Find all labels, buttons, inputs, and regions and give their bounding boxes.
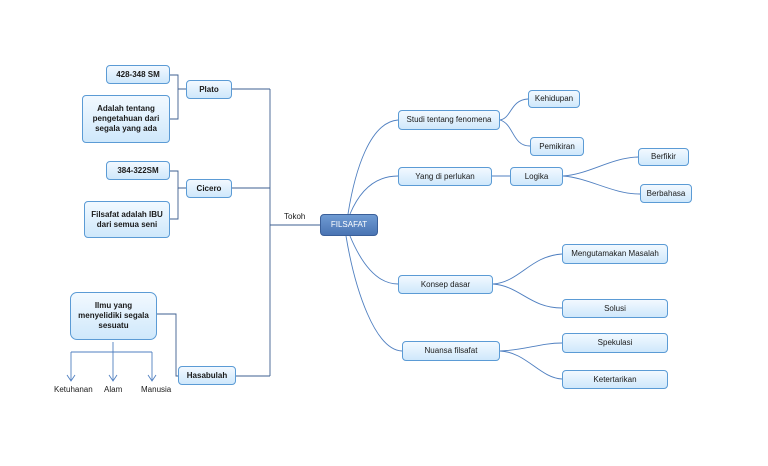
tokoh-label: Tokoh	[284, 212, 306, 221]
studi-node[interactable]: Studi tentang fenomena	[398, 110, 500, 130]
perlukan-node[interactable]: Yang di perlukan	[398, 167, 492, 186]
konsep-curve	[349, 235, 399, 285]
nuansa-curve	[345, 235, 403, 352]
mengutamakan-node[interactable]: Mengutamakan Masalah	[562, 244, 668, 264]
alam-arrow-head	[108, 374, 118, 382]
manusia-arrow-head	[147, 374, 157, 382]
pemikiran-node[interactable]: Pemikiran	[530, 137, 584, 156]
ketertarikan-curve	[499, 350, 563, 380]
root-node-filsafat[interactable]: FILSAFAT	[320, 214, 378, 236]
hasabulah-node[interactable]: Hasabulah	[178, 366, 236, 385]
cicero-years-node[interactable]: 384-322SM	[106, 161, 170, 180]
pemikiran-curve	[499, 119, 531, 147]
nuansa-node[interactable]: Nuansa filsafat	[402, 341, 500, 361]
berbahasa-curve	[562, 175, 641, 195]
berfikir-node[interactable]: Berfikir	[638, 148, 689, 166]
ketuhanan-label: Ketuhanan	[54, 385, 93, 394]
hasabulah-definition-node[interactable]: Ilmu yang menyelidiki segala sesuatu	[70, 292, 157, 340]
cicero-node[interactable]: Cicero	[186, 179, 232, 198]
hasabulah-definition-connector	[157, 313, 178, 377]
berbahasa-node[interactable]: Berbahasa	[640, 184, 692, 203]
kehidupan-curve	[499, 98, 529, 121]
konsep-node[interactable]: Konsep dasar	[398, 275, 493, 294]
spekulasi-curve	[499, 342, 563, 352]
solusi-node[interactable]: Solusi	[562, 299, 668, 318]
solusi-curve	[492, 283, 563, 309]
kehidupan-node[interactable]: Kehidupan	[528, 90, 580, 108]
plato-definition-node[interactable]: Adalah tentang pengetahuan dari segala y…	[82, 95, 170, 143]
plato-years-node[interactable]: 428-348 SM	[106, 65, 170, 84]
perlukan-curve	[349, 175, 399, 215]
cicero-definition-connector	[170, 188, 179, 220]
studi-curve	[347, 119, 399, 215]
logika-node[interactable]: Logika	[510, 167, 563, 186]
plato-node[interactable]: Plato	[186, 80, 232, 99]
cicero-definition-node[interactable]: Filsafat adalah IBU dari semua seni	[84, 201, 170, 238]
plato-definition-connector	[170, 89, 179, 120]
alam-label: Alam	[104, 385, 123, 394]
ketuhanan-arrow-head	[66, 374, 76, 382]
spekulasi-node[interactable]: Spekulasi	[562, 333, 668, 353]
mengutamakan-curve	[492, 253, 563, 285]
plato-years-connector	[170, 74, 186, 90]
ketertarikan-node[interactable]: Ketertarikan	[562, 370, 668, 389]
berfikir-curve	[562, 156, 639, 177]
cicero-years-connector	[170, 170, 186, 189]
manusia-label: Manusia	[141, 385, 172, 394]
